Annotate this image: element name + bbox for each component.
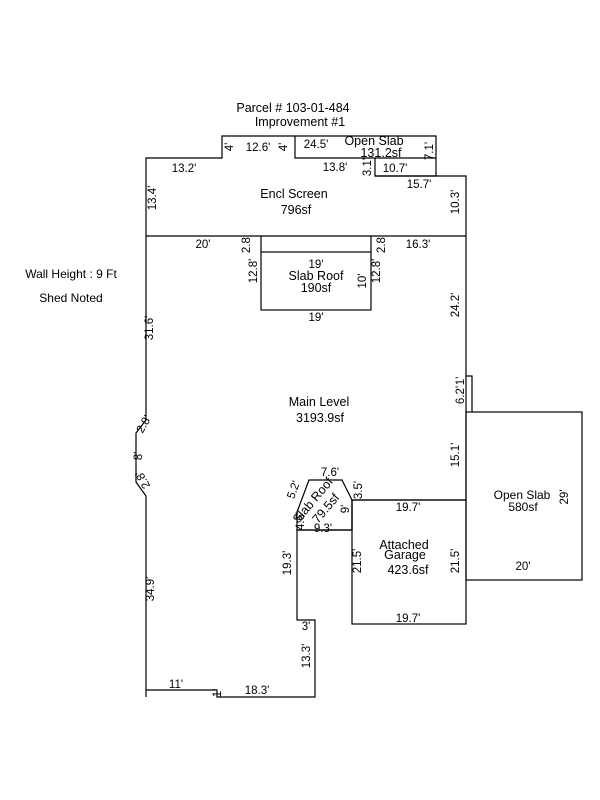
- dim-label: 21.5': [352, 549, 364, 574]
- dim-label: 3.1': [362, 158, 374, 176]
- open-slab-right-area: 580sf: [508, 500, 538, 514]
- dim-label: 11': [169, 679, 183, 691]
- dim-label: 20': [516, 561, 531, 573]
- dim-label: 10.3': [450, 190, 462, 215]
- encl-screen-name: Encl Screen: [260, 187, 327, 201]
- dim-label: 12.8': [371, 259, 383, 284]
- dim-label: 21.5': [450, 549, 462, 574]
- dim-label: 31.6': [144, 316, 156, 341]
- main-level-area: 3193.9sf: [296, 411, 344, 425]
- dim-label: 3': [302, 621, 311, 633]
- open-slab-top-area: 131.2sf: [360, 146, 402, 160]
- dim-label: 1': [455, 377, 467, 386]
- open-slab-top-outline: [295, 135, 437, 177]
- dim-label: 4': [224, 143, 236, 152]
- open-slab-top-name: Open Slab: [344, 134, 403, 148]
- dim-label: 19': [309, 312, 324, 324]
- dim-label: 13.3': [301, 644, 313, 669]
- dim-label: 9': [340, 505, 352, 514]
- improvement-label: Improvement #1: [255, 115, 345, 129]
- dim-label: 10.7': [383, 163, 408, 175]
- dim-label: 4.6': [295, 512, 307, 530]
- slab-roof-top-area: 190sf: [301, 281, 332, 295]
- dim-label: 15.1': [450, 443, 462, 468]
- dim-label: 7.1': [424, 142, 436, 160]
- dim-label: 19': [309, 259, 324, 271]
- dim-label: 10': [357, 274, 369, 289]
- dim-label: 24.5': [304, 139, 329, 151]
- garage-name-2: Garage: [384, 548, 426, 562]
- dim-label: 6.2': [455, 386, 467, 404]
- open-slab-right-name: Open Slab: [494, 488, 551, 502]
- dim-label: 24.2': [450, 293, 462, 318]
- dim-label: 2.8': [241, 235, 253, 253]
- slab-roof-top-outline: [260, 251, 372, 311]
- parcel-label: Parcel # 103-01-484: [236, 101, 349, 115]
- garage-outline: [351, 499, 467, 625]
- main-level-name: Main Level: [289, 395, 349, 409]
- dim-label: 12.8': [248, 259, 260, 284]
- main-outline: [135, 135, 467, 697]
- step-notch: [466, 375, 473, 412]
- dim-label: 4': [278, 143, 290, 152]
- dim-label: 13.2': [172, 163, 197, 175]
- dim-label: 5.2': [285, 479, 302, 500]
- garage-area: 423.6sf: [387, 563, 429, 577]
- encl-screen-area: 796sf: [281, 203, 312, 217]
- dim-label: 15.7': [407, 179, 432, 191]
- dim-label: 19.7': [396, 502, 421, 514]
- outline-group: [135, 135, 583, 698]
- dim-label: 29': [559, 490, 571, 505]
- dim-label: 13.4': [147, 186, 159, 211]
- dim-label: 19.3': [282, 551, 294, 576]
- dim-label: 20': [196, 239, 211, 251]
- wall-height-note: Wall Height : 9 Ft: [25, 267, 117, 281]
- dim-label: 9.3': [314, 523, 332, 535]
- dim-label: 12.6': [246, 142, 271, 154]
- dim-label: 13.8': [323, 162, 348, 174]
- dim-label: 34.9': [145, 577, 157, 602]
- shed-note: Shed Noted: [39, 291, 102, 305]
- dimension-labels: 12.6' 24.5' 13.2' 13.8' 10.7' 15.7' 20' …: [133, 139, 571, 697]
- garage-name-1: Attached: [379, 538, 428, 552]
- dim-label: 16.3': [406, 239, 431, 251]
- dim-label: 1': [212, 689, 224, 698]
- dim-label: 2.8': [135, 414, 154, 436]
- dim-label: 8': [133, 452, 145, 461]
- dim-label: 19.7': [396, 613, 421, 625]
- open-slab-right-outline: [465, 411, 583, 581]
- dim-label: 3.5': [353, 481, 365, 499]
- dim-label: 2.8': [376, 235, 388, 253]
- slab-roof-top-name: Slab Roof: [289, 269, 344, 283]
- dim-label: 7.6': [321, 467, 339, 479]
- dim-label: 18.3': [245, 685, 270, 697]
